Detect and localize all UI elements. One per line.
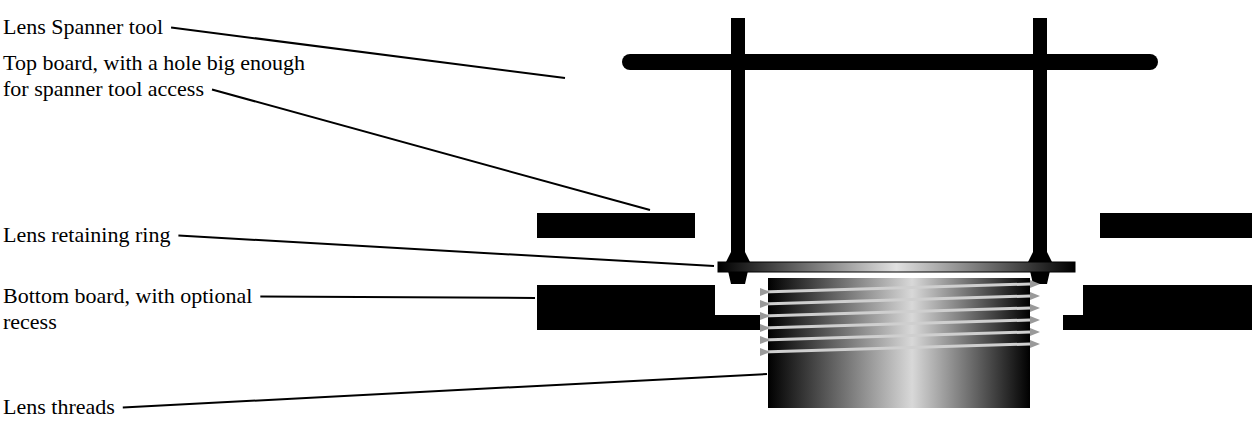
- leader-line: [123, 374, 767, 408]
- lens-thread-teeth: [760, 280, 1040, 356]
- spanner-pin: [726, 18, 750, 284]
- top-board: [537, 213, 695, 238]
- part-label: Lens threads: [3, 394, 333, 420]
- part-label: Lens retaining ring: [3, 222, 333, 248]
- top-board: [1100, 213, 1252, 238]
- leader-line: [178, 236, 714, 267]
- bottom-board: [1063, 285, 1252, 330]
- lens-thread-lines: [762, 284, 1030, 352]
- spanner-pin: [1028, 18, 1052, 284]
- part-label: Bottom board, with optional recess: [3, 283, 295, 335]
- bottom-board: [537, 285, 760, 330]
- leader-line: [212, 90, 650, 211]
- spanner-handle: [630, 54, 1150, 70]
- part-label: Lens Spanner tool: [3, 14, 333, 40]
- retaining-ring: [718, 262, 1075, 272]
- leader-line: [260, 297, 535, 299]
- part-label: Top board, with a hole big enough for sp…: [3, 50, 315, 102]
